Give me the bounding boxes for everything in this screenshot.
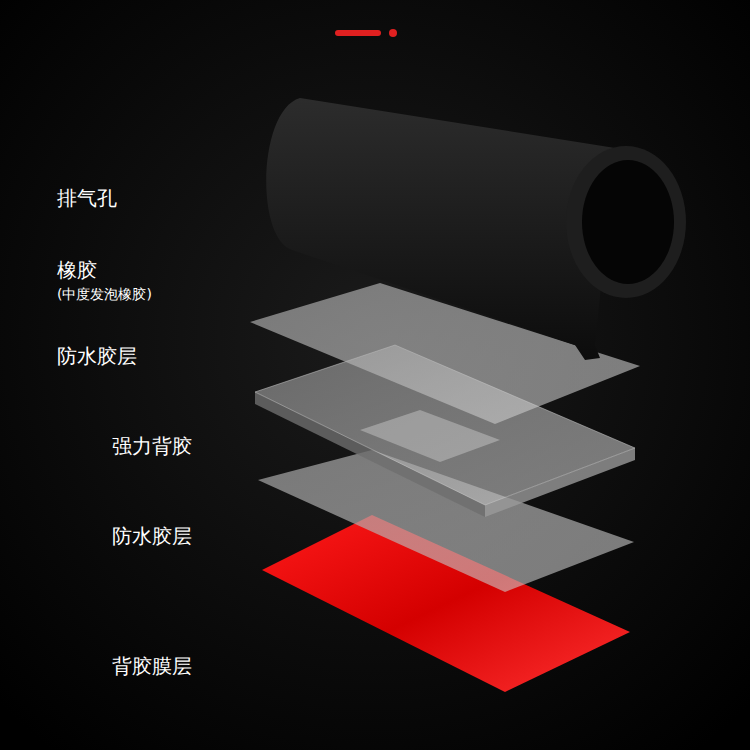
leader-line [57,334,300,336]
leader-line [57,248,340,250]
part-label: 橡胶 [57,258,97,282]
part-label: 防水胶层 [112,524,192,548]
part-label: 强力背胶 [112,434,192,458]
leader-line [112,644,430,646]
dot-mark [389,29,397,37]
leader-line [112,514,350,516]
leader-line [57,176,600,178]
leader-line [112,424,350,426]
part-label: 排气孔 [57,186,117,210]
slab-highlight [360,410,500,462]
tube-end [566,146,686,298]
part-label: 防水胶层 [57,344,137,368]
vent-hole [582,160,674,284]
part-label: 背胶膜层 [112,654,192,678]
sub-label: (中度发泡橡胶) [57,286,152,303]
rubber-tube [266,98,615,360]
dash-mark [335,30,381,36]
